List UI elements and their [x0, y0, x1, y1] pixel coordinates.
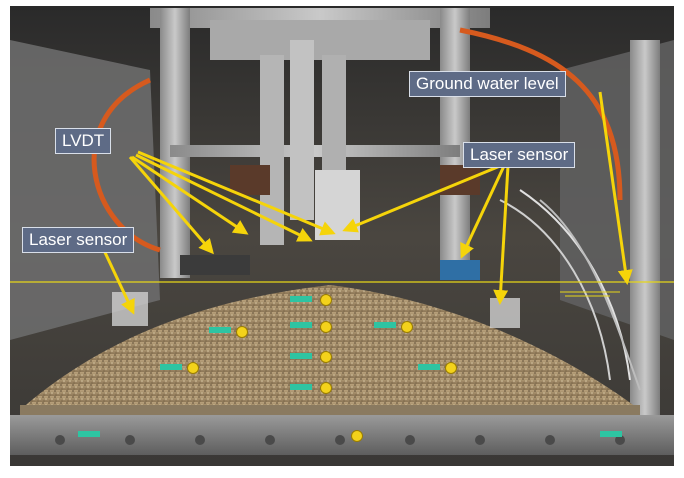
sensor-bar	[374, 322, 396, 328]
sensor-bar	[209, 327, 231, 333]
sensor-wire	[499, 199, 611, 381]
laser-box	[440, 260, 480, 280]
sensor-dot	[320, 351, 332, 363]
left-block	[180, 255, 250, 275]
lvdt-rod-left	[260, 55, 284, 245]
sensor-dot	[445, 362, 457, 374]
upper-bracket	[210, 20, 430, 60]
label-lvdt: LVDT	[55, 128, 112, 154]
sensor-dot	[401, 321, 413, 333]
arrow-lvdt-1	[128, 156, 214, 255]
sensor-bar	[160, 364, 182, 370]
arrow-lvdt-3	[135, 153, 313, 242]
sensor-bar	[418, 364, 440, 370]
arrow-laser-right-1	[342, 164, 501, 233]
arrow-ground-water	[598, 91, 633, 285]
right-sensor-mount	[440, 165, 480, 195]
annotation-arrows	[100, 91, 633, 315]
sensor-dot	[236, 326, 248, 338]
sensor-bar	[600, 431, 622, 437]
left-sensor-mount	[230, 165, 270, 195]
sensor-markers	[78, 294, 622, 442]
sensor-bar	[290, 384, 312, 390]
sensor-dot	[320, 321, 332, 333]
sensor-dot	[320, 294, 332, 306]
sensor-dot	[187, 362, 199, 374]
arrow-laser-right-2	[460, 165, 506, 259]
orange-cable-left	[91, 77, 161, 253]
sensor-bar	[290, 296, 312, 302]
right-laser-sensor-wrap	[490, 298, 520, 328]
arrow-lvdt-4	[137, 150, 336, 236]
right-frame-post	[630, 40, 660, 420]
arrow-lvdt-2	[131, 155, 249, 235]
left-wall	[10, 40, 160, 340]
sand-embankment	[20, 285, 640, 410]
sensor-wire	[539, 199, 641, 391]
arrow-laser-right-3	[493, 165, 510, 305]
sensor-bar	[290, 322, 312, 328]
label-ground-water-level: Ground water level	[409, 71, 566, 97]
sensor-bar	[290, 353, 312, 359]
sand-base	[20, 405, 640, 417]
left-frame-post	[160, 8, 190, 278]
label-laser-sensor-right: Laser sensor	[463, 142, 576, 168]
cross-beam	[170, 145, 460, 157]
sensor-dot	[320, 382, 332, 394]
sensor-dot	[351, 430, 363, 442]
lvdt-rod-middle	[290, 40, 314, 220]
plate-bolts	[55, 435, 625, 445]
arrow-laser-left	[100, 245, 135, 315]
orange-cable	[459, 27, 623, 201]
label-laser-sensor-left: Laser sensor	[22, 227, 135, 253]
sensor-bar	[78, 431, 100, 437]
bottom-plate	[10, 415, 674, 455]
